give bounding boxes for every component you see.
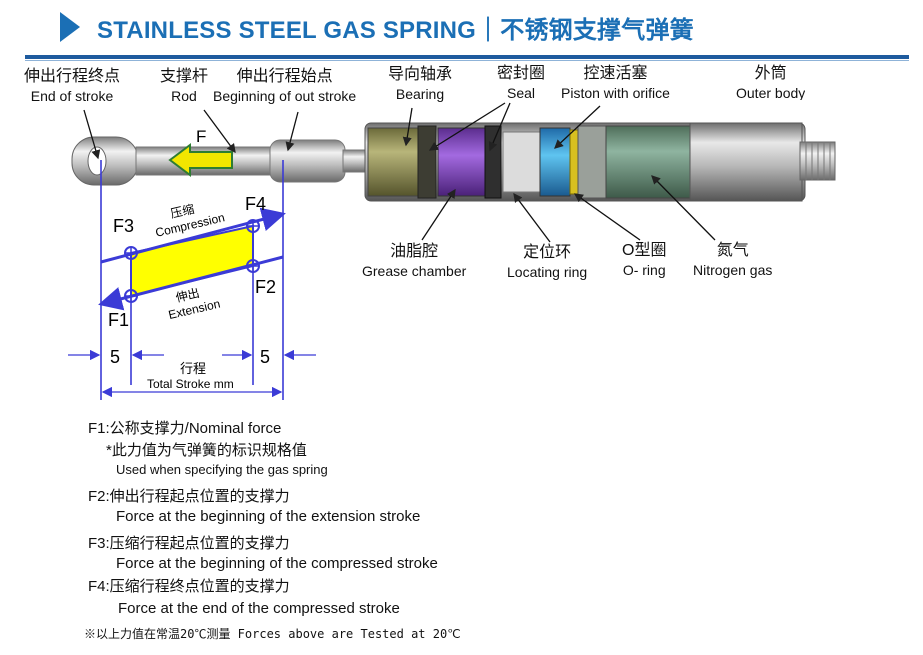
compression-zh: 压缩 (169, 201, 196, 221)
force-arrow-icon: F (168, 127, 233, 177)
point-f4: F4 (245, 194, 266, 214)
note-f2: F2:伸出行程起点位置的支撑力 (88, 488, 290, 505)
title-arrow-icon (60, 12, 80, 42)
title-divider (25, 55, 909, 59)
rod-end-eye (71, 136, 139, 186)
point-f2: F2 (255, 277, 276, 297)
note-f4-en: Force at the end of the compressed strok… (118, 600, 400, 617)
note-f3-en: Force at the beginning of the compressed… (116, 555, 438, 572)
note-f1-spec-en: Used when specifying the gas spring (116, 462, 328, 477)
note-f4: F4:压缩行程终点位置的支撑力 (88, 578, 290, 595)
dim-left: 5 (110, 347, 120, 367)
thread-lines (805, 142, 831, 180)
stroke-zh: 行程 (180, 361, 206, 376)
title-bar: STAINLESS STEEL GAS SPRING｜不锈钢支撑气弹簧 (0, 0, 923, 61)
cylinder-body (364, 122, 806, 202)
rod-collar (269, 139, 346, 183)
title-divider-thin (25, 60, 909, 61)
force-label: F (196, 127, 206, 146)
note-test-temperature: ※以上力值在常温20℃测量 Forces above are Tested at… (84, 627, 461, 641)
note-f2-en: Force at the beginning of the extension … (116, 508, 421, 525)
point-f1: F1 (108, 310, 129, 330)
note-f1: F1:公称支撑力/Nominal force (88, 420, 282, 437)
force-stroke-diagram: F3 F4 F2 F1 压缩 Compression 伸出 Extension … (68, 160, 316, 400)
note-f1-spec: *此力值为气弹簧的标识规格值 (106, 442, 307, 459)
leaders-top (83, 102, 601, 160)
extension-zh: 伸出 (174, 286, 201, 305)
note-f3: F3:压缩行程起点位置的支撑力 (88, 535, 290, 552)
page-title: STAINLESS STEEL GAS SPRING｜不锈钢支撑气弹簧 (97, 17, 694, 44)
dim-right: 5 (260, 347, 270, 367)
stroke-en: Total Stroke mm (147, 377, 234, 391)
leaders-bottom (421, 175, 716, 243)
point-f3: F3 (113, 216, 134, 236)
